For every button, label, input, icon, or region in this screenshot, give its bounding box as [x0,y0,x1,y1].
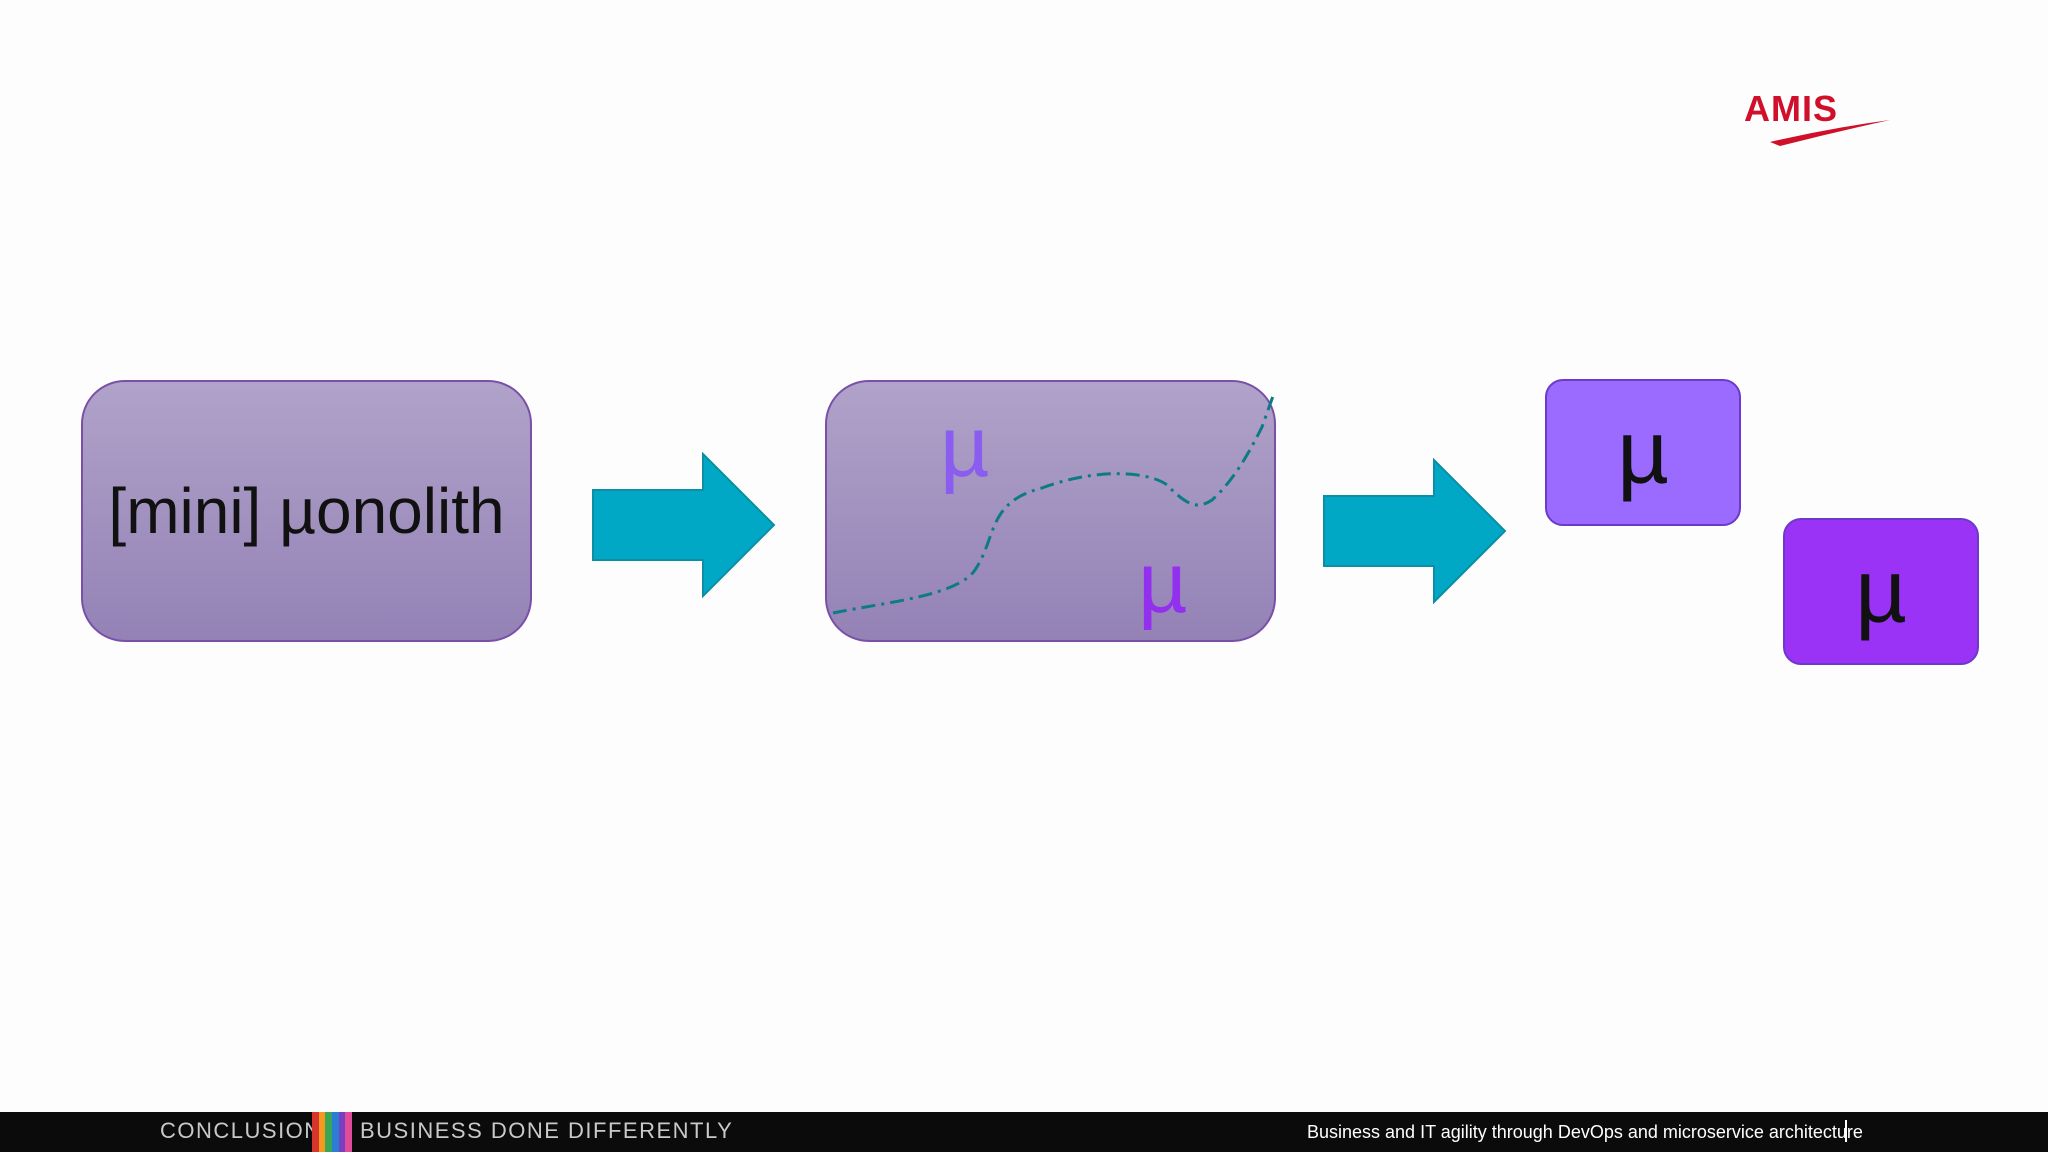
footer-bar: CONCLUSION BUSINESS DONE DIFFERENTLY Bus… [0,1112,2048,1152]
right-arrow-icon [1323,458,1507,604]
mu-top-label: µ [940,399,990,495]
footer-title: Business and IT agility through DevOps a… [1307,1122,1863,1142]
footer-section: CONCLUSION [160,1118,322,1143]
splitting-box: µ µ [825,380,1276,642]
amis-logo: AMIS [1740,88,1890,148]
logo-text: AMIS [1744,88,1838,129]
footer-tagline: BUSINESS DONE DIFFERENTLY [360,1118,734,1143]
divider-line [832,395,1275,615]
footer-divider [1845,1120,1847,1142]
mu-bottom-label: µ [1138,535,1188,631]
monolith-box: [mini] µonolith [81,380,532,642]
logo-swoosh-icon [1770,120,1890,146]
microservice-box-1: µ [1545,379,1741,526]
right-arrow-icon [592,452,776,598]
rainbow-stripe [312,1112,353,1152]
monolith-label: [mini] µonolith [108,475,505,547]
microservice-box-2: µ [1783,518,1979,665]
